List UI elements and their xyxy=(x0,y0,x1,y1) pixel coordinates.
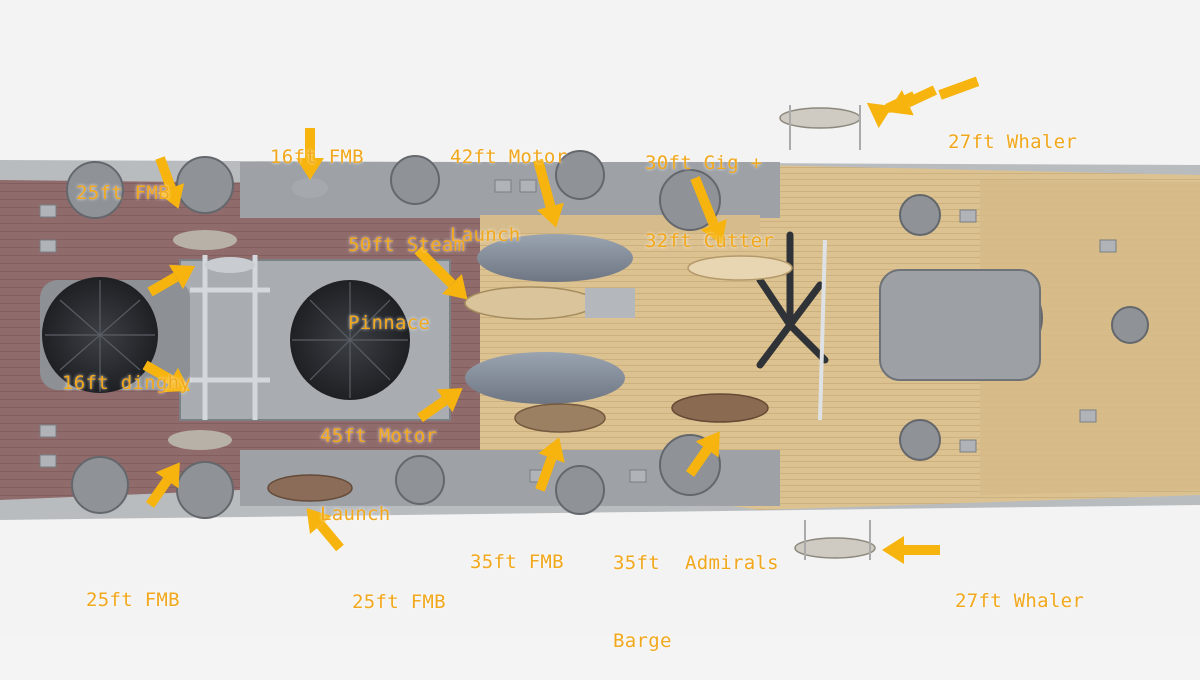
label-line: 16ft FMB xyxy=(270,146,364,168)
fmb-35ft xyxy=(514,403,606,433)
label-line: 25ft FMB xyxy=(86,589,180,611)
motor-launch-42ft xyxy=(477,234,633,282)
label-line: Launch xyxy=(450,224,521,246)
dinghy-16ft xyxy=(205,257,255,273)
label-16ft-fmb: 16ft FMB xyxy=(270,92,364,196)
motor-launch-45ft xyxy=(465,352,625,404)
bow-deck-wood xyxy=(980,180,1200,495)
ship-model-photo xyxy=(0,76,1200,564)
label-30ft-gig-32ft-cutter: 30ft Gig + 32ft Cutter xyxy=(645,98,774,280)
label-line: Barge xyxy=(613,630,672,652)
label-line: 35ft FMB xyxy=(470,551,564,573)
label-admirals: Admirals xyxy=(685,498,779,602)
label-35ft-barge: 35ft Barge xyxy=(613,498,672,680)
label-27ft-whaler-bottom: 27ft Whaler xyxy=(955,536,1084,640)
pinnace-cabin xyxy=(585,288,635,318)
label-line: 16ft dinghy xyxy=(62,372,192,394)
whaler-top-arrow xyxy=(887,85,938,116)
label-line: 27ft Whaler xyxy=(948,131,1078,153)
fmb-25ft-aft xyxy=(168,430,232,450)
fmb-25ft-port xyxy=(173,230,237,250)
tripod-mast xyxy=(756,231,829,369)
label-line: 32ft Cutter xyxy=(645,230,775,252)
boat-crane-frame xyxy=(190,255,270,420)
grille-lines xyxy=(45,280,408,398)
label-line: 25ft FMB xyxy=(76,182,170,204)
label-42ft-motor-launch: 42ft Motor Launch xyxy=(450,92,567,274)
label-25ft-fmb-top-left: 25ft FMB xyxy=(76,128,170,232)
whaler-bottom xyxy=(794,520,876,560)
label-line: Launch xyxy=(320,503,391,525)
label-35ft-fmb: 35ft FMB xyxy=(470,497,564,601)
label-line: Admirals xyxy=(685,552,779,574)
steam-pinnace-50ft xyxy=(464,286,596,320)
forward-superstructure xyxy=(879,269,1041,381)
label-line: 30ft Gig + xyxy=(645,152,763,174)
label-45ft-motor-launch: 45ft Motor Launch xyxy=(320,371,437,553)
label-25ft-fmb-bottom-left: 25ft FMB xyxy=(86,535,180,639)
label-50ft-steam-pinnace: 50ft Steam Pinnace xyxy=(348,180,465,362)
yardarm xyxy=(818,239,827,421)
label-line: 27ft Whaler xyxy=(955,590,1085,612)
admirals-barge xyxy=(671,393,769,423)
label-16ft-dinghy: 16ft dinghy xyxy=(62,318,191,422)
fmb-25ft-starboard xyxy=(267,474,353,502)
fmb-16ft xyxy=(292,178,328,198)
label-line: 50ft Steam xyxy=(348,234,466,256)
label-line: Pinnace xyxy=(348,312,431,334)
label-line: 42ft Motor xyxy=(450,146,568,168)
label-line: 25ft FMB xyxy=(352,591,446,613)
label-line: 45ft Motor xyxy=(320,425,438,447)
label-25ft-fmb-bottom-center: 25ft FMB xyxy=(352,537,446,641)
whaler-top xyxy=(779,105,861,150)
gig-cutter xyxy=(687,255,793,281)
label-27ft-whaler-top: 27ft Whaler xyxy=(948,77,1077,181)
label-line: 35ft xyxy=(613,552,660,574)
